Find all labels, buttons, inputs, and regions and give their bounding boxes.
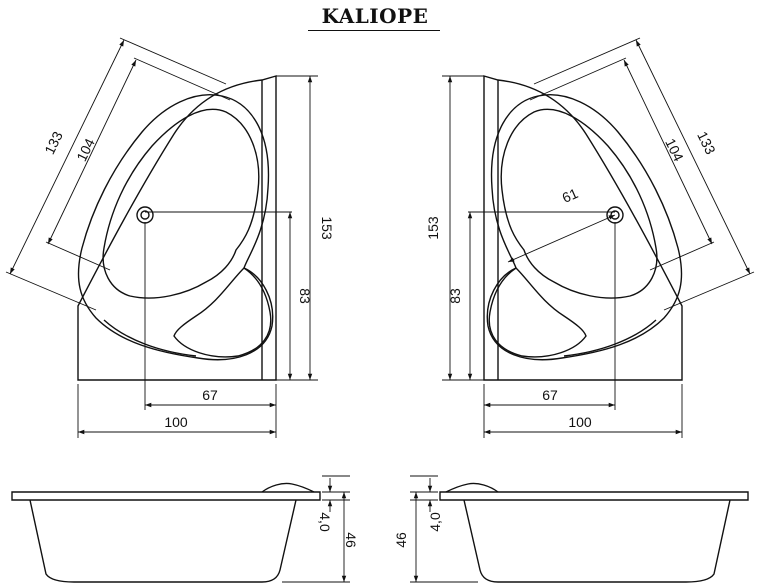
left-dim-rim: 4,0 [317, 512, 333, 532]
right-plan-view: 133 104 61 153 83 67 100 [425, 37, 755, 438]
left-basin-inner [102, 108, 260, 299]
drawing-title: KALIOPE [321, 4, 429, 28]
left-dim-drain-height: 83 [297, 288, 313, 304]
right-dim-width: 100 [568, 414, 592, 430]
right-dim-diag-inner: 104 [662, 136, 687, 164]
right-dim-height: 153 [425, 216, 441, 240]
left-dim-height: 153 [319, 216, 335, 240]
right-dim-diag-outer: 133 [694, 129, 719, 157]
left-plan-view: 133 104 153 83 67 100 [5, 37, 335, 438]
left-rim-outer [77, 94, 274, 361]
right-side-section: 4,0 46 [393, 475, 749, 583]
left-side-section: 4,0 46 [11, 475, 359, 583]
left-dim-depth: 46 [343, 532, 359, 548]
left-drain-inner [140, 210, 150, 220]
left-dim-drain-offset: 67 [202, 387, 218, 403]
left-section-body [29, 499, 297, 583]
left-dim-width: 100 [164, 414, 188, 430]
left-section-rim [11, 491, 321, 501]
right-dim-rim: 4,0 [427, 512, 443, 532]
left-drain-icon [136, 206, 154, 224]
left-seat-outline [173, 267, 272, 358]
left-dim-diag-inner: 104 [73, 136, 98, 164]
right-dim-depth: 46 [393, 532, 409, 548]
title-underline [308, 30, 440, 31]
right-dim-drain-offset: 67 [542, 387, 558, 403]
left-section-headrest [261, 482, 315, 493]
right-dim-drain-diag: 61 [560, 185, 581, 206]
left-dim-diag-outer: 133 [41, 129, 66, 157]
right-dim-drain-height: 83 [447, 288, 463, 304]
